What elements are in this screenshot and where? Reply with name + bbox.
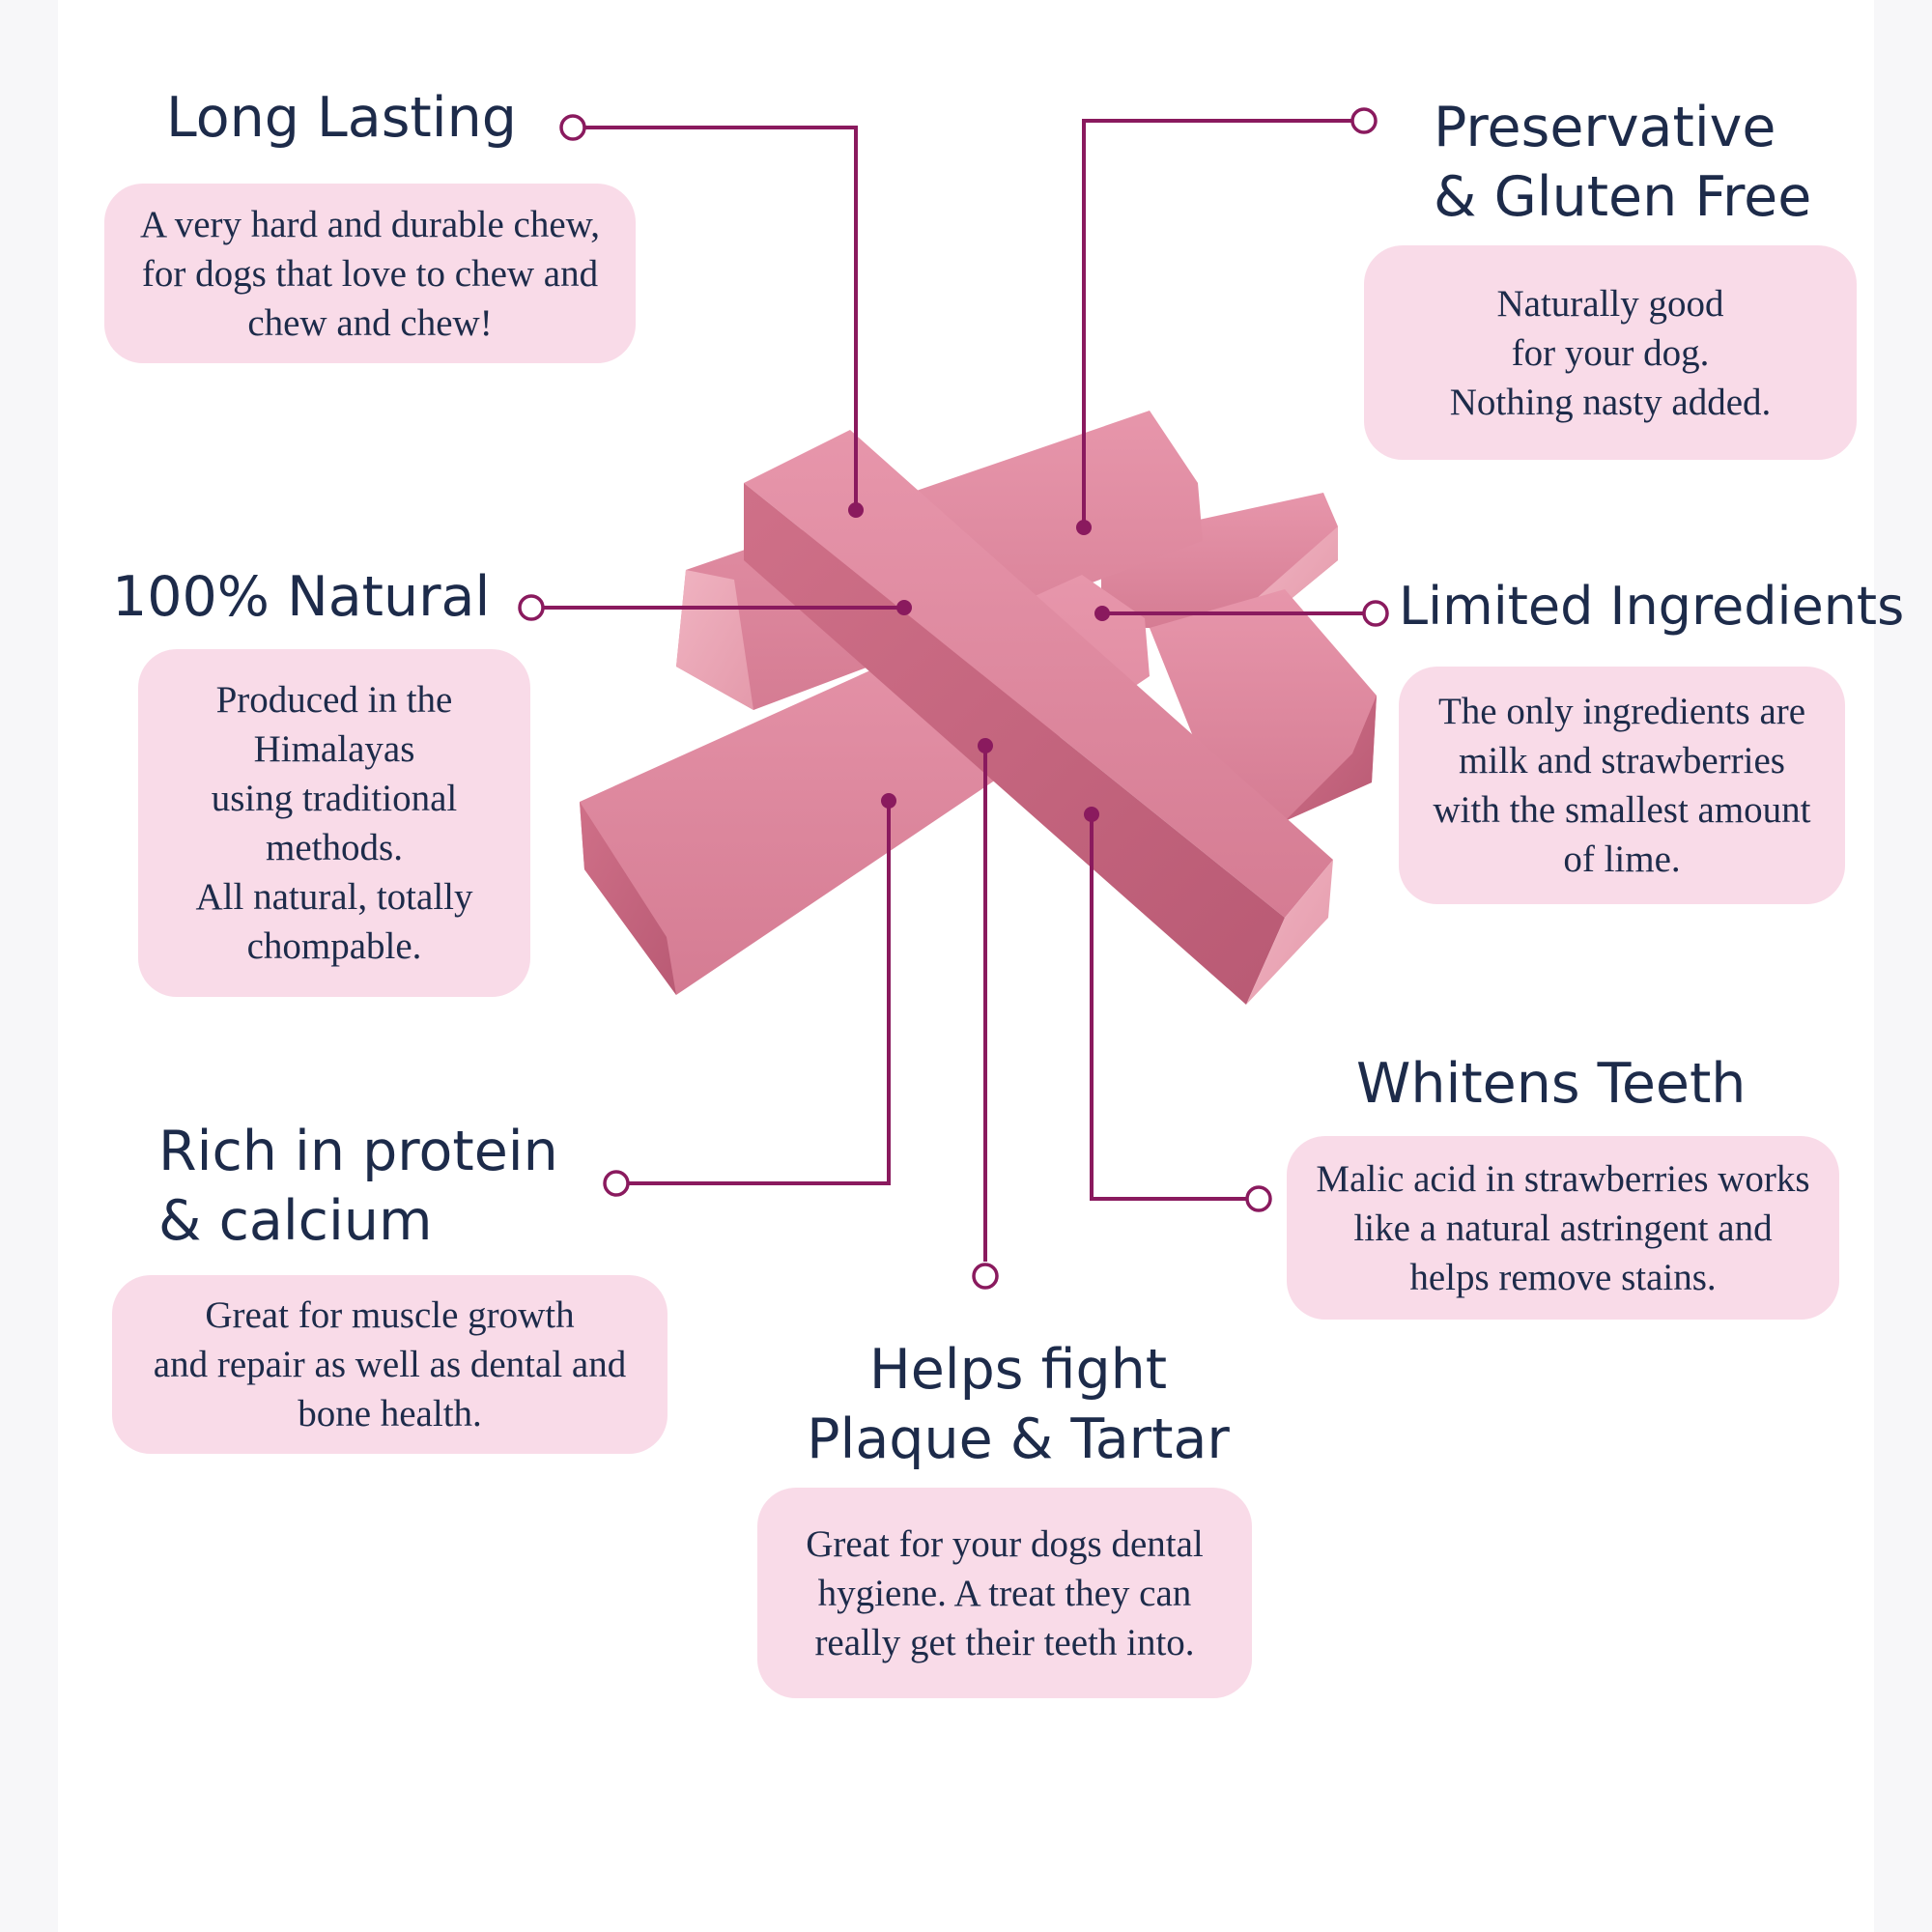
feature-title-whitens-teeth: Whitens Teeth — [1356, 1052, 1747, 1116]
chew-stick-back-long-end — [676, 570, 753, 710]
feature-card-protein-calcium: Great for muscle growth and repair as we… — [112, 1275, 668, 1454]
left-margin-strip — [0, 0, 58, 1932]
chew-stick-main-top — [744, 430, 1333, 918]
feature-card-limited-ingredients: The only ingredients are milk and strawb… — [1399, 667, 1845, 904]
feature-text-natural: Produced in the Himalayas using traditio… — [195, 679, 473, 967]
feature-text-limited-ingredients: The only ingredients are milk and strawb… — [1433, 691, 1811, 880]
feature-title-preservative-gluten-free: Preservative & Gluten Free — [1434, 96, 1812, 229]
feature-title-limited-ingredients: Limited Ingredients — [1399, 576, 1905, 637]
feature-card-plaque-tartar: Great for your dogs dental hygiene. A tr… — [757, 1488, 1252, 1698]
feature-title-natural: 100% Natural — [112, 565, 491, 629]
feature-text-protein-calcium: Great for muscle growth and repair as we… — [153, 1294, 627, 1435]
chew-stick-main-side — [744, 483, 1285, 1005]
connector-protein — [629, 801, 891, 1185]
connector-whitens — [1090, 814, 1246, 1201]
connector-rings — [518, 107, 1389, 1290]
feature-text-preservative-gluten-free: Naturally good for your dog. Nothing nas… — [1449, 282, 1772, 423]
feature-title-plaque-tartar: Helps fight Plaque & Tartar — [807, 1338, 1230, 1471]
feature-card-whitens-teeth: Malic acid in strawberries works like a … — [1287, 1136, 1839, 1320]
yak-chew-sticks — [580, 411, 1377, 1005]
chew-stick-front-left-side — [580, 802, 676, 995]
feature-card-preservative-gluten-free: Naturally good for your dog. Nothing nas… — [1364, 245, 1857, 460]
feature-card-long-lasting: A very hard and durable chew, for dogs t… — [104, 184, 636, 363]
chew-stick-right-lower-side — [1285, 696, 1377, 821]
feature-text-long-lasting: A very hard and durable chew, for dogs t… — [139, 203, 601, 344]
feature-text-whitens-teeth: Malic acid in strawberries works like a … — [1316, 1157, 1810, 1298]
chew-stick-main-end — [1246, 860, 1333, 1005]
feature-title-protein-calcium: Rich in protein & calcium — [158, 1120, 558, 1253]
right-margin-strip — [1874, 0, 1932, 1932]
connector-lines — [544, 119, 1363, 1262]
feature-text-plaque-tartar: Great for your dogs dental hygiene. A tr… — [806, 1522, 1204, 1663]
feature-card-natural: Produced in the Himalayas using traditio… — [138, 649, 530, 997]
connector-dots — [848, 502, 1110, 822]
connector-long-lasting — [585, 126, 858, 510]
connector-preservative — [1082, 119, 1355, 527]
feature-title-long-lasting: Long Lasting — [166, 86, 517, 150]
